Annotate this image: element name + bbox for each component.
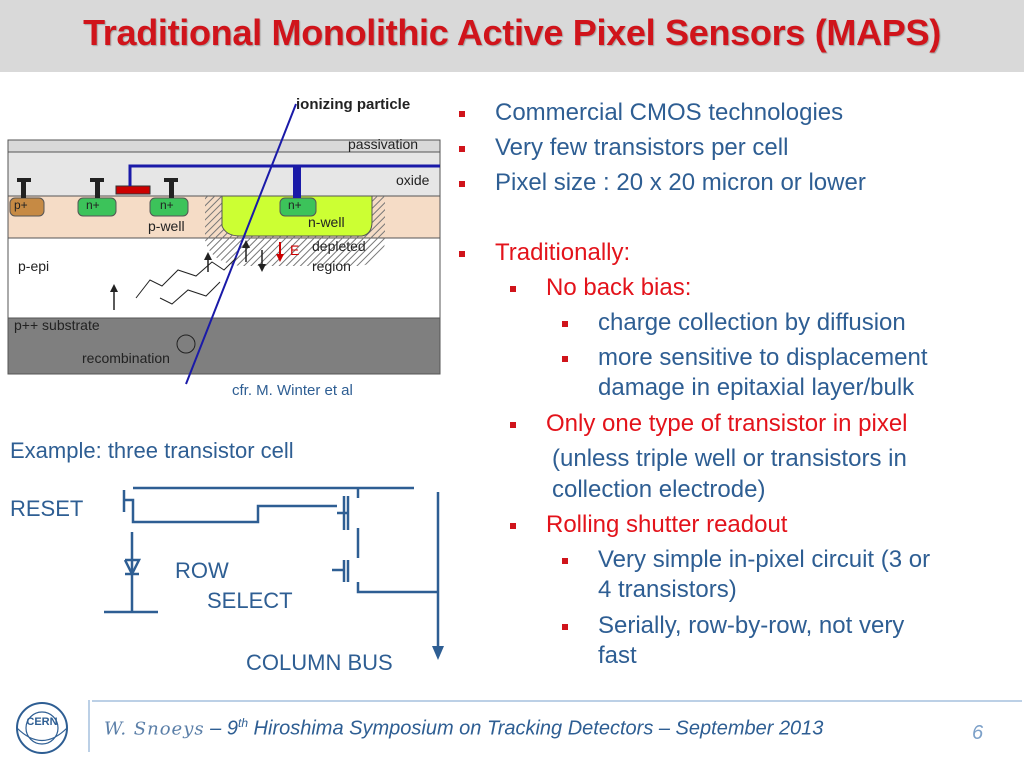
footer-sep: – 9	[204, 717, 238, 740]
credit-label: cfr. M. Winter et al	[232, 382, 353, 399]
n-plus-label: n+	[160, 198, 174, 212]
bullet-item: Only one type of transistor in pixel	[510, 410, 908, 438]
bullet-item: Serially, row-by-row, not very	[562, 612, 904, 640]
footer-author: W. Snoeys	[104, 718, 205, 740]
slide-title: Traditional Monolithic Active Pixel Sens…	[83, 12, 941, 53]
reset-label: RESET	[10, 496, 84, 521]
bullet-item: Commercial CMOS technologies	[459, 99, 843, 127]
bullet-item: Very simple in-pixel circuit (3 or	[562, 546, 930, 574]
e-field-label: E	[290, 242, 300, 258]
bullet-item-continuation: (unless triple well or transistors in	[552, 445, 907, 472]
circuit-heading: Example: three transistor cell	[10, 438, 294, 463]
depleted-label: depleted	[312, 238, 366, 254]
footer-event: Hiroshima Symposium on Tracking Detector…	[248, 717, 824, 740]
maps-cross-section-diagram	[7, 103, 444, 660]
bullet-item-continuation: 4 transistors)	[598, 576, 737, 603]
bullet-item: Pixel size : 20 x 20 micron or lower	[459, 169, 866, 197]
footer-caption: W. Snoeys – 9th Hiroshima Symposium on T…	[104, 716, 823, 741]
p-plus-label: p+	[14, 198, 28, 212]
bullet-item: Rolling shutter readout	[510, 511, 787, 539]
p-epi-label: p-epi	[18, 258, 50, 274]
cern-logo-text: CERN	[26, 716, 57, 728]
bullet-item: Traditionally:	[459, 239, 630, 267]
bullet-item: charge collection by diffusion	[562, 309, 906, 337]
passivation-label: passivation	[348, 136, 419, 152]
column-bus-label: COLUMN BUS	[246, 650, 393, 675]
ionizing-particle-label: ionizing particle	[296, 96, 411, 113]
footer-rule	[92, 700, 1022, 702]
oxide-label: oxide	[396, 172, 430, 188]
p-well-label: p-well	[148, 218, 185, 234]
n-plus-label: n+	[288, 198, 302, 212]
bullet-item: No back bias:	[510, 274, 691, 302]
n-well-label: n-well	[308, 214, 345, 230]
row-label: ROW	[175, 558, 229, 583]
footer-sup: th	[237, 716, 248, 730]
title-bar	[0, 0, 1024, 72]
bullet-item: more sensitive to displacement	[562, 344, 927, 372]
page-number: 6	[972, 722, 984, 744]
substrate-label: p++ substrate	[14, 317, 100, 333]
bullet-item: Very few transistors per cell	[459, 134, 788, 162]
recombination-label: recombination	[82, 350, 170, 366]
bullet-item-continuation: fast	[598, 642, 637, 669]
region-label: region	[312, 258, 351, 274]
cern-logo: CERN	[16, 702, 68, 754]
bullet-item-continuation: collection electrode)	[552, 476, 766, 503]
footer-divider	[88, 700, 90, 752]
select-label: SELECT	[207, 588, 293, 613]
n-plus-label: n+	[86, 198, 100, 212]
bullet-item-continuation: damage in epitaxial layer/bulk	[598, 374, 915, 401]
